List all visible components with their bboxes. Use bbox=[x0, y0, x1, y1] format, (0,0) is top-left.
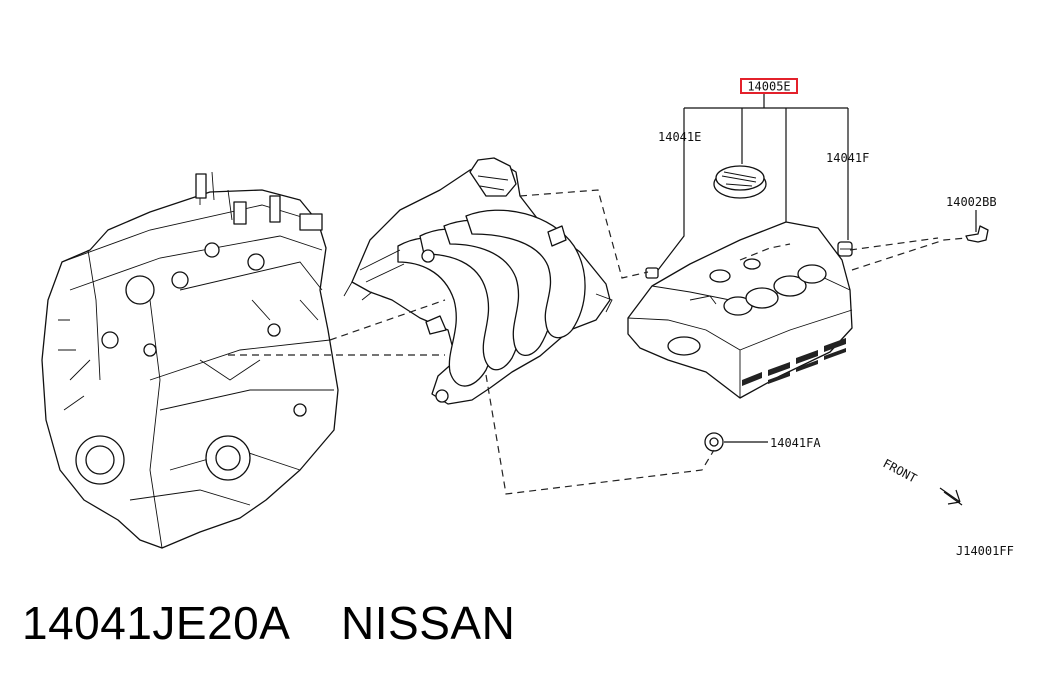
label-bolt: 14002BB bbox=[946, 195, 997, 209]
highlighted-part-callout[interactable]: 14005E bbox=[740, 78, 798, 94]
label-cover-bolt-left: 14041E bbox=[658, 130, 701, 144]
assembly-lines bbox=[228, 189, 967, 495]
oil-filler-cap-drawing bbox=[713, 165, 767, 199]
front-label: FRONT bbox=[881, 456, 919, 485]
diagram-code: J14001FF bbox=[956, 544, 1014, 558]
label-grommet-lower: 14041FA bbox=[770, 436, 821, 450]
engine-block-drawing bbox=[41, 171, 339, 549]
part-number: 14041JE20A bbox=[22, 597, 288, 649]
front-direction-indicator: FRONT bbox=[881, 456, 963, 506]
engine-cover-drawing bbox=[627, 221, 853, 399]
parts-diagram: 14005E 14041E 14041F 14002BB 14041FA FRO… bbox=[41, 78, 1014, 558]
part-caption: 14041JE20A NISSAN bbox=[22, 596, 515, 650]
grommet-left-drawing bbox=[645, 267, 659, 279]
bolt-drawing bbox=[965, 225, 989, 243]
highlight-box bbox=[740, 78, 798, 94]
brand-name: NISSAN bbox=[341, 597, 516, 649]
grommet-right-drawing bbox=[837, 241, 853, 257]
label-14005e: 14005E bbox=[747, 80, 790, 94]
leader-lines bbox=[657, 92, 977, 443]
grommet-lower-drawing bbox=[704, 432, 724, 452]
label-cover-bolt-right: 14041F bbox=[826, 151, 869, 165]
intake-manifold-drawing bbox=[343, 157, 613, 405]
cover-vents bbox=[742, 338, 846, 386]
